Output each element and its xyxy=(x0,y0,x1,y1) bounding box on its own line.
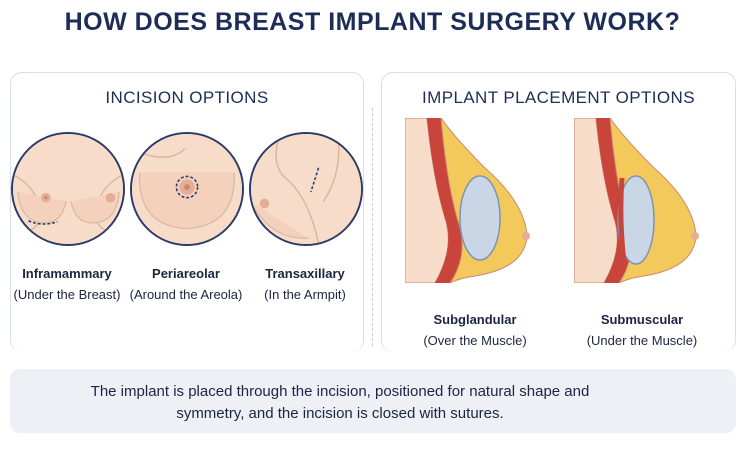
subglandular-illustration xyxy=(405,118,535,283)
incision-sub: (In the Armpit) xyxy=(243,287,367,302)
placement-sub: (Under the Muscle) xyxy=(572,333,712,348)
incision-caption-transaxillary: Transaxillary (In the Armpit) xyxy=(243,266,367,302)
incision-name: Transaxillary xyxy=(243,266,367,281)
incision-name: Inframammary xyxy=(5,266,129,281)
incision-sub: (Under the Breast) xyxy=(5,287,129,302)
placement-caption-submuscular: Submuscular (Under the Muscle) xyxy=(572,312,712,348)
transaxillary-illustration xyxy=(249,132,363,246)
periareolar-illustration xyxy=(130,132,244,246)
inframammary-illustration xyxy=(11,132,125,246)
panel-divider xyxy=(372,108,373,346)
incision-name: Periareolar xyxy=(124,266,248,281)
incision-heading: INCISION OPTIONS xyxy=(10,88,364,108)
placement-name: Submuscular xyxy=(572,312,712,327)
placement-heading: IMPLANT PLACEMENT OPTIONS xyxy=(381,88,736,108)
placement-name: Subglandular xyxy=(405,312,545,327)
footer-box: The implant is placed through the incisi… xyxy=(10,369,736,433)
footer-text: The implant is placed through the incisi… xyxy=(90,381,590,425)
placement-sub: (Over the Muscle) xyxy=(405,333,545,348)
submuscular-illustration xyxy=(574,118,704,283)
incision-sub: (Around the Areola) xyxy=(124,287,248,302)
incision-caption-periareolar: Periareolar (Around the Areola) xyxy=(124,266,248,302)
placement-caption-subglandular: Subglandular (Over the Muscle) xyxy=(405,312,545,348)
incision-caption-inframammary: Inframammary (Under the Breast) xyxy=(5,266,129,302)
page-title: HOW DOES BREAST IMPLANT SURGERY WORK? xyxy=(0,8,745,37)
